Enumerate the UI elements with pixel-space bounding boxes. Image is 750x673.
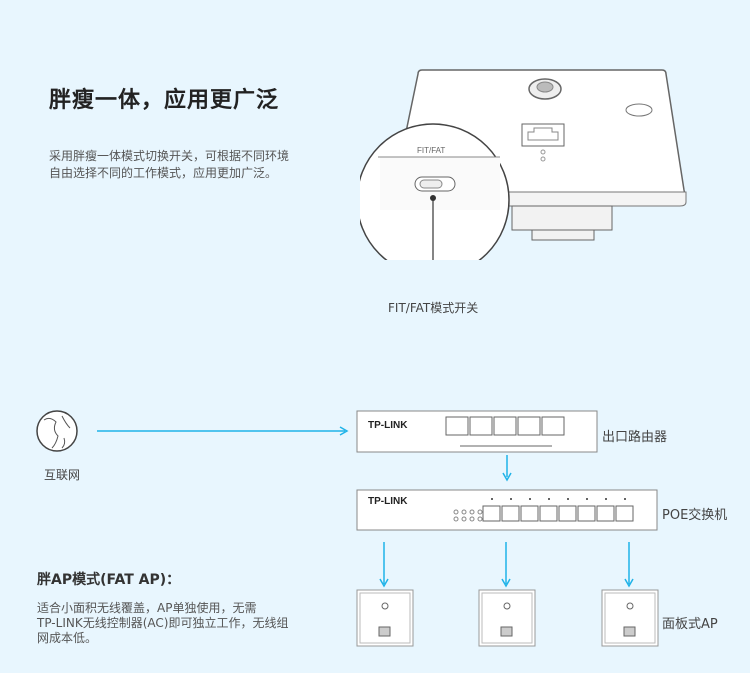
ethernet-port-icon — [623, 626, 636, 637]
ethernet-port-icon — [500, 626, 513, 637]
port-led-icon — [529, 498, 531, 500]
ethernet-port-icon — [517, 416, 541, 436]
ethernet-port-icon — [541, 416, 565, 436]
port-led-icon — [624, 498, 626, 500]
switch-panel-label: FIT/FAT — [417, 146, 445, 155]
port-led-icon — [548, 498, 550, 500]
status-led-icon — [477, 509, 483, 515]
arrow-head — [501, 578, 511, 588]
port-led-icon — [586, 498, 588, 500]
ap-mount-base — [511, 205, 613, 231]
router-brand: TP-LINK — [368, 420, 408, 431]
arrow-head — [379, 578, 389, 588]
status-led-icon — [453, 509, 459, 515]
panel-ap-device — [478, 589, 536, 647]
section-title: 胖瘦一体，应用更广泛 — [49, 88, 280, 113]
panel-ap-frame — [359, 592, 411, 644]
ethernet-port-icon — [520, 505, 539, 522]
status-led-icon — [469, 516, 475, 522]
status-led-icon — [461, 509, 467, 515]
status-led-icon — [469, 509, 475, 515]
arrow-head — [624, 578, 634, 588]
ethernet-port-icon — [482, 505, 501, 522]
ethernet-port-icon — [596, 505, 615, 522]
description-line: 适合小面积无线覆盖，AP单独使用，无需 — [37, 601, 257, 615]
ethernet-port-icon — [469, 416, 493, 436]
ethernet-port-icon — [558, 505, 577, 522]
router-ports — [445, 416, 565, 436]
description-line: TP-LINK无线控制器(AC)即可独立工作，无线组 — [37, 616, 289, 630]
panel-ap-frame — [481, 592, 533, 644]
ap-label: 面板式AP — [662, 617, 718, 632]
switch-callout-label: FIT/FAT模式开关 — [388, 301, 479, 315]
fat-ap-description: 适合小面积无线覆盖，AP单独使用，无需 TP-LINK无线控制器(AC)即可独立… — [37, 601, 317, 646]
panel-ap-device — [356, 589, 414, 647]
antenna-icon — [626, 602, 634, 610]
ethernet-port-icon — [577, 505, 596, 522]
ethernet-port-icon — [378, 626, 391, 637]
section-description: 采用胖瘦一体模式切换开关，可根据不同环境 自由选择不同的工作模式，应用更加广泛。 — [49, 148, 319, 182]
ethernet-port-icon — [445, 416, 469, 436]
antenna-icon — [381, 602, 389, 610]
status-led-icon — [453, 516, 459, 522]
description-line: 采用胖瘦一体模式切换开关，可根据不同环境 — [49, 149, 290, 163]
switch-label: POE交换机 — [662, 508, 728, 523]
antenna-icon — [503, 602, 511, 610]
ethernet-port-icon — [501, 505, 520, 522]
ap-mount-foot — [531, 229, 595, 241]
port-led-icon — [510, 498, 512, 500]
globe-icon — [36, 410, 78, 452]
ethernet-port-icon — [615, 505, 634, 522]
description-line: 网成本低。 — [37, 631, 98, 645]
ethernet-port-icon — [539, 505, 558, 522]
router-label: 出口路由器 — [602, 430, 668, 445]
port-led-icon — [567, 498, 569, 500]
status-led-icon — [461, 516, 467, 522]
panel-ap-device — [601, 589, 659, 647]
port-led-icon — [605, 498, 607, 500]
wall-ap-illustration: FIT/FAT — [360, 69, 687, 260]
fat-ap-title: 胖AP模式(FAT AP)： — [37, 572, 181, 588]
switch-brand: TP-LINK — [368, 496, 408, 507]
description-line: 自由选择不同的工作模式，应用更加广泛。 — [49, 166, 278, 180]
status-led-icon — [477, 516, 483, 522]
switch-ports — [453, 498, 634, 522]
port-led-icon — [491, 498, 493, 500]
ethernet-port-icon — [493, 416, 517, 436]
internet-label: 互联网 — [44, 468, 81, 482]
panel-ap-frame — [604, 592, 656, 644]
network-topology-diagram: TP-LINK TP-LINK — [36, 410, 659, 647]
indicator-led-icon — [625, 103, 653, 117]
